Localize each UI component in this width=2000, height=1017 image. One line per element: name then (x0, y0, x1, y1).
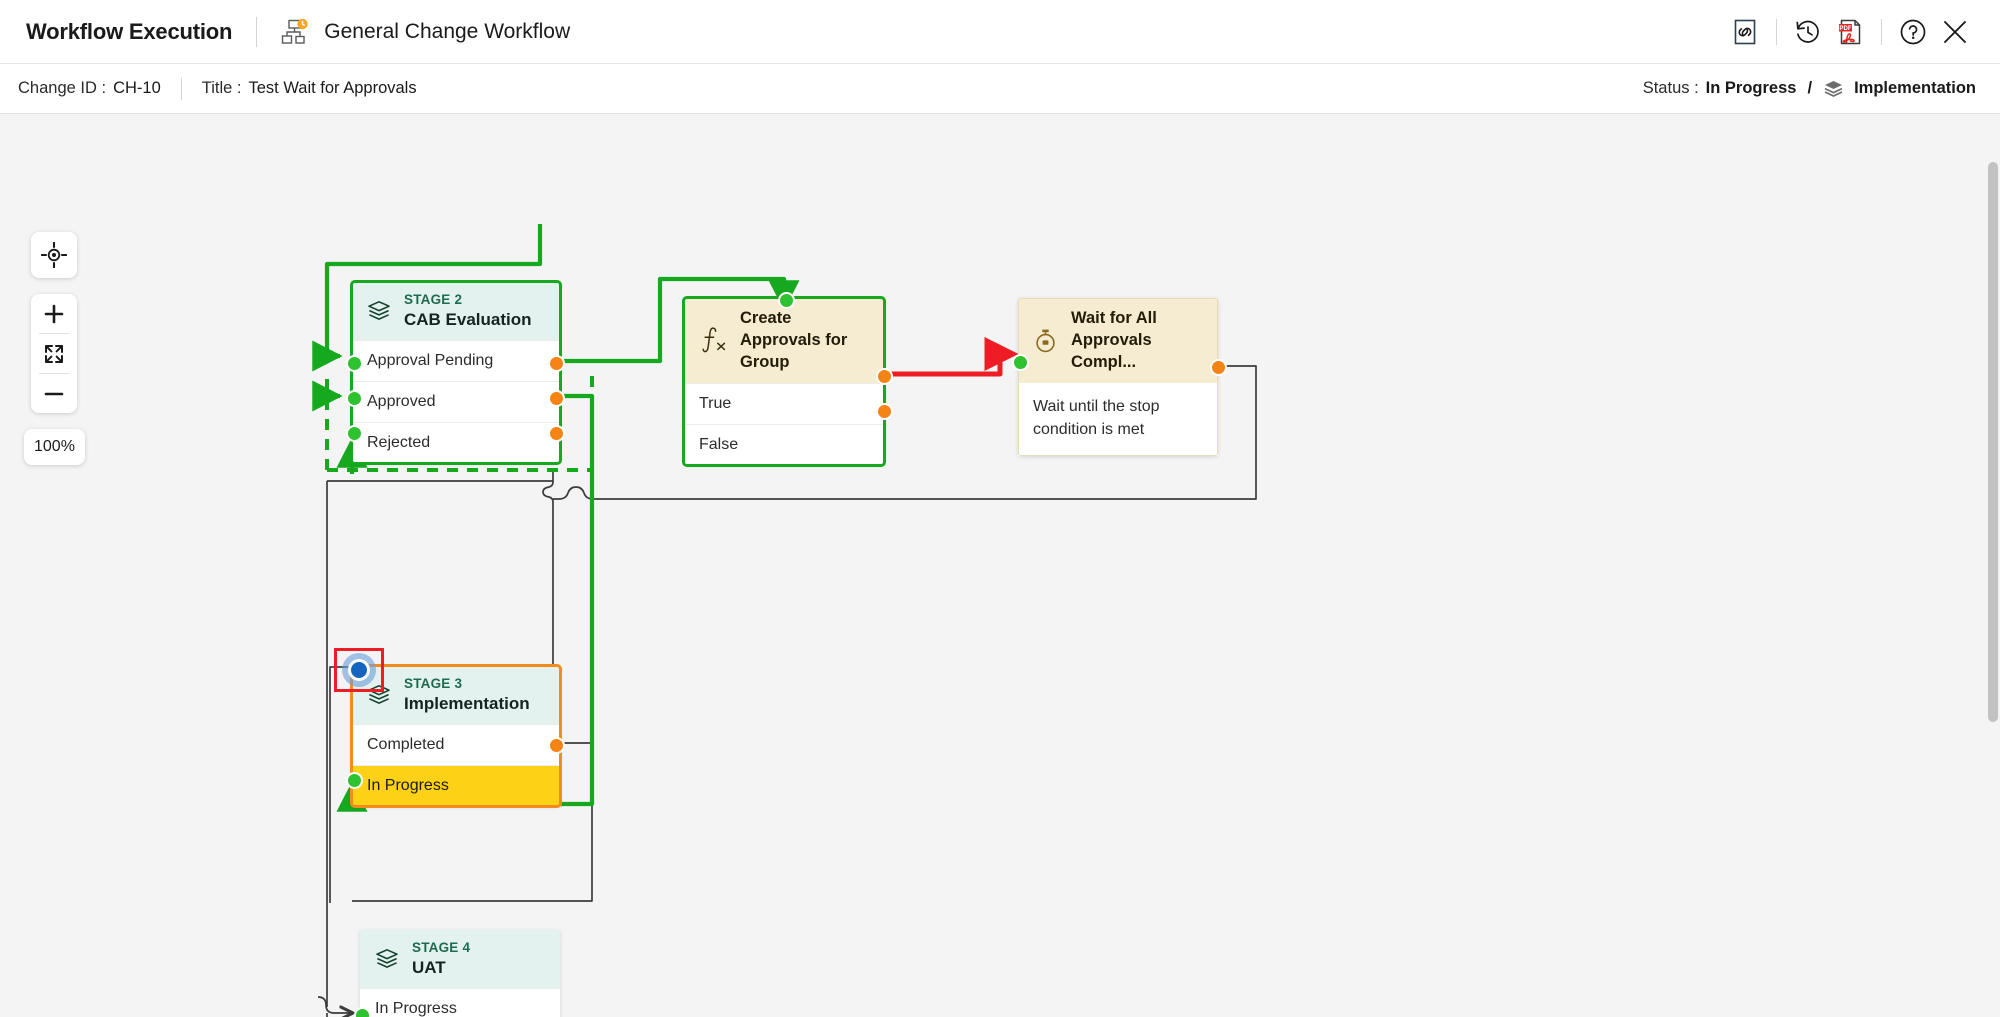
sub-header: Change ID : CH-10 Title : Test Wait for … (0, 64, 2000, 114)
recenter-button[interactable] (31, 232, 78, 278)
workflow-canvas[interactable]: 100% STAGE 2 CAB Evaluation Approval Pen… (0, 114, 2000, 1017)
workflow-hierarchy-icon (281, 18, 311, 45)
zoom-in-button[interactable] (31, 294, 77, 333)
fit-screen-button[interactable] (31, 334, 77, 373)
canvas-vertical-scrollbar[interactable] (1986, 114, 2000, 1017)
header-icon-separator-2 (1881, 18, 1882, 45)
node-wait-approvals-body: Wait until the stop condition is met (1018, 383, 1218, 456)
function-fx-icon (699, 326, 727, 355)
history-icon[interactable] (1787, 11, 1829, 53)
node-stage3-title: Implementation (404, 693, 530, 713)
node-stage2-title: CAB Evaluation (404, 309, 532, 329)
node-stage3-row-0[interactable]: Completed (352, 724, 560, 766)
node-stage4[interactable]: STAGE 4 UAT In Progress Accepted Rejecte… (360, 930, 560, 1017)
plus-icon (45, 304, 64, 323)
status-separator: / (1807, 79, 1813, 97)
layers-icon (367, 684, 391, 706)
crosshair-target-icon (41, 242, 68, 268)
close-icon[interactable] (1934, 11, 1976, 53)
port-stage2-in-approved[interactable] (346, 390, 363, 407)
layers-icon (375, 948, 399, 970)
svg-text:PDF: PDF (1839, 24, 1851, 31)
port-create-approvals-in[interactable] (778, 292, 795, 309)
node-create-approvals-row-1[interactable]: False (684, 424, 884, 466)
app-header: Workflow Execution General Change Workfl… (0, 0, 2000, 64)
subheader-divider (180, 77, 182, 100)
zoom-level-label[interactable]: 100% (24, 429, 85, 465)
port-stage2-in-rejected[interactable] (346, 425, 363, 442)
link-icon[interactable] (1724, 11, 1766, 53)
node-stage2-row-1[interactable]: Approved (352, 381, 560, 423)
port-wait-approvals-out[interactable] (1210, 359, 1227, 376)
node-stage4-header: STAGE 4 UAT (360, 930, 560, 989)
port-stage3-out-completed[interactable] (548, 737, 565, 754)
header-icon-separator-1 (1776, 18, 1777, 45)
node-stage2-kicker: STAGE 2 (404, 292, 463, 307)
layers-icon (1823, 79, 1844, 98)
port-stage2-out-approved[interactable] (548, 390, 565, 407)
port-stage2-out-rejected[interactable] (548, 425, 565, 442)
minus-icon (45, 392, 64, 395)
port-stage3-in-in-progress[interactable] (346, 772, 363, 789)
control-divider-2 (39, 373, 70, 374)
node-wait-approvals-title: Wait for All Approvals Compl... (1071, 309, 1157, 371)
port-create-approvals-out-false[interactable] (876, 403, 893, 420)
node-create-approvals-row-0[interactable]: True (684, 383, 884, 425)
zoom-out-button[interactable] (31, 374, 77, 413)
node-stage3-header: STAGE 3 Implementation (352, 666, 560, 725)
canvas-controls: 100% (24, 232, 85, 465)
change-id-value: CH-10 (113, 79, 161, 97)
workflow-name: General Change Workflow (324, 19, 571, 43)
header-divider (256, 16, 258, 47)
node-stage4-title: UAT (412, 957, 446, 977)
node-create-approvals-title: Create Approvals for Group (740, 309, 848, 371)
node-stage2[interactable]: STAGE 2 CAB Evaluation Approval Pending … (350, 279, 562, 466)
node-stage3[interactable]: STAGE 3 Implementation Completed In Prog… (350, 663, 562, 809)
node-wait-approvals[interactable]: Wait for All Approvals Compl... Wait unt… (1018, 298, 1218, 456)
port-stage2-in-approval-pending[interactable] (346, 355, 363, 372)
workflow-name-group: General Change Workflow (281, 18, 571, 45)
status-value: In Progress (1705, 79, 1797, 97)
title-value: Test Wait for Approvals (248, 79, 417, 97)
stopwatch-icon (1033, 328, 1058, 354)
port-stage4-in-in-progress[interactable] (354, 1007, 371, 1017)
node-stage2-header: STAGE 2 CAB Evaluation (352, 282, 560, 341)
node-wait-approvals-header: Wait for All Approvals Compl... (1018, 298, 1218, 384)
node-create-approvals-header: Create Approvals for Group (684, 298, 884, 384)
port-wait-approvals-in[interactable] (1012, 354, 1029, 371)
port-create-approvals-out-true[interactable] (876, 368, 893, 385)
title-label: Title : (201, 79, 242, 97)
workflow-edges (312, 224, 1257, 1017)
zoom-controls (31, 294, 78, 413)
port-stage2-out-approval-pending[interactable] (548, 355, 565, 372)
header-actions: PDF (1724, 11, 1976, 53)
node-stage4-row-0[interactable]: In Progress (360, 988, 560, 1017)
node-stage2-row-2[interactable]: Rejected (352, 422, 560, 464)
page-title: Workflow Execution (26, 18, 233, 44)
node-stage3-kicker: STAGE 3 (404, 676, 463, 691)
current-step-selection-box (334, 648, 384, 692)
fit-screen-icon (45, 344, 64, 363)
node-stage3-row-1[interactable]: In Progress (352, 765, 560, 807)
current-step-indicator[interactable] (342, 653, 376, 687)
help-icon[interactable] (1892, 11, 1934, 53)
node-stage2-row-0[interactable]: Approval Pending (352, 340, 560, 382)
node-stage4-kicker: STAGE 4 (412, 940, 471, 955)
pdf-icon[interactable]: PDF (1829, 11, 1871, 53)
node-create-approvals[interactable]: Create Approvals for Group True False (682, 295, 886, 468)
control-divider-1 (39, 333, 70, 334)
status-label: Status : (1642, 79, 1699, 97)
canvas-scrollbar-thumb[interactable] (1988, 162, 1998, 722)
layers-icon (367, 300, 391, 322)
current-stage-value: Implementation (1854, 79, 1976, 97)
status-group: Status : In Progress / Implementation (1643, 79, 1976, 98)
change-id-label: Change ID : (18, 79, 107, 97)
